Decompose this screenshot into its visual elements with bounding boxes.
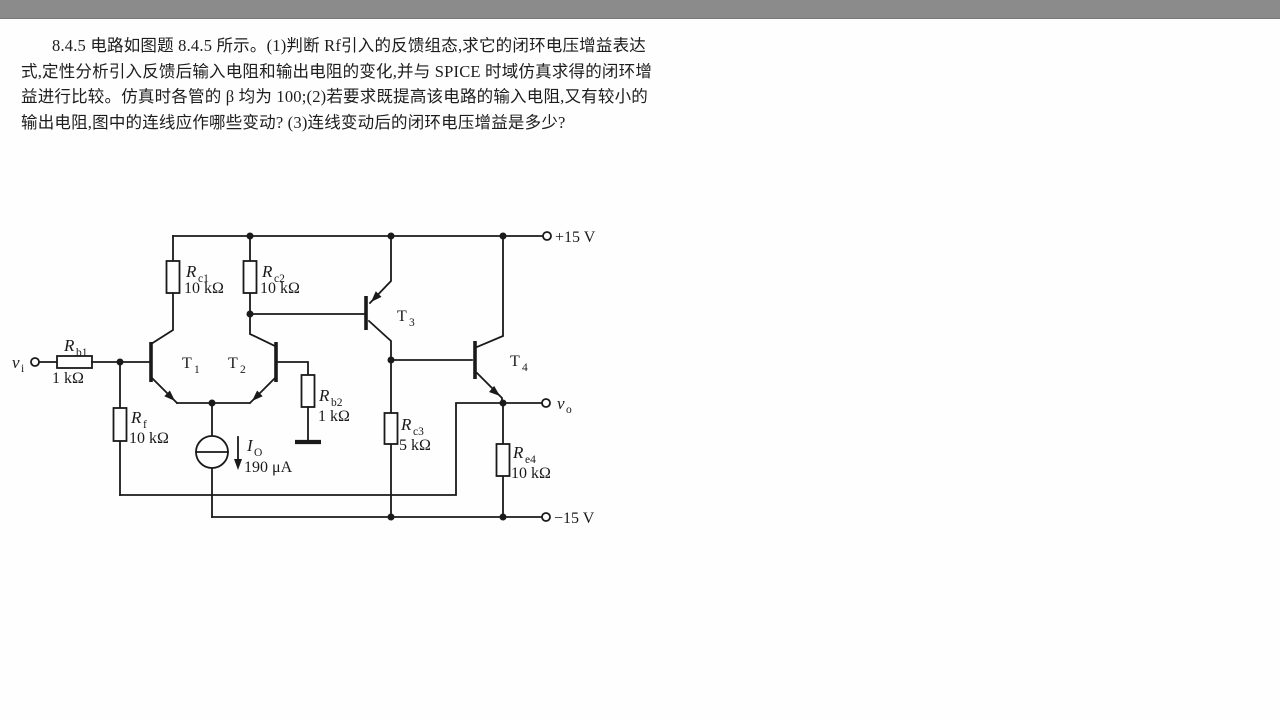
circuit-diagram: +15 V −15 V v i v o R b1 1 kΩ R c1 10 kΩ… [12, 229, 596, 527]
rc2-label: R [261, 262, 273, 281]
junction-dots [116, 232, 507, 521]
problem-text-line: 输出电阻,图中的连线应作哪些变动? (3)连线变动后的闭环电压增益是多少? [21, 112, 566, 132]
svg-text:3: 3 [409, 317, 415, 329]
resistor-re4 [495, 402, 511, 518]
current-source [195, 402, 242, 518]
negative-supply-terminal-icon [541, 512, 551, 522]
positive-supply-rail [172, 231, 552, 241]
problem-text-line: 8.4.5 电路如图题 8.4.5 所示。(1)判断 Rf引入的反馈组态,求它的… [52, 36, 646, 55]
svg-text:10 kΩ: 10 kΩ [260, 280, 300, 297]
vo-label: v [557, 394, 565, 413]
svg-text:190 μA: 190 μA [244, 459, 293, 476]
svg-text:f: f [143, 419, 147, 431]
svg-text:10 kΩ: 10 kΩ [511, 465, 551, 482]
transistor-t3 [249, 235, 392, 361]
t3-emitter-arrow-icon [371, 291, 382, 302]
svg-text:c1: c1 [198, 273, 209, 285]
svg-text:c3: c3 [413, 426, 424, 438]
problem-statement: 8.4.5 电路如图题 8.4.5 所示。(1)判断 Rf引入的反馈组态,求它的… [21, 33, 693, 135]
t3-label: T [397, 308, 407, 325]
output-terminal-icon [541, 398, 551, 408]
positive-supply-terminal-icon [542, 231, 552, 241]
problem-text-line: 益进行比较。仿真时各管的 β 均为 100;(2)若要求既提高该电路的输入电阻,… [21, 87, 648, 107]
resistor-rc1 [149, 235, 181, 346]
transistor-t4 [390, 235, 504, 404]
io-label: I [246, 436, 254, 455]
transistor-t2 [248, 342, 309, 405]
problem-text-line: 式,定性分析引入反馈后输入电阻和输出电阻的变化,并与 SPICE 时域仿真求得的… [21, 61, 653, 81]
svg-text:4: 4 [522, 362, 528, 374]
input-terminal-icon [30, 357, 40, 367]
svg-text:O: O [254, 447, 262, 459]
rb2-label: R [318, 386, 330, 405]
svg-text:5 kΩ: 5 kΩ [399, 437, 431, 454]
vi-label: v [12, 353, 20, 372]
t1-label: T [182, 355, 192, 372]
output-terminal [502, 398, 551, 408]
top-gray-bar [0, 0, 1280, 19]
vcc-label: +15 V [555, 229, 596, 246]
input-terminal [30, 357, 58, 367]
t1-emitter-arrow-icon [164, 390, 175, 401]
vee-label: −15 V [554, 510, 595, 527]
negative-supply-rail [211, 512, 551, 522]
t2-label: T [228, 355, 238, 372]
resistor-rb2 [295, 374, 321, 445]
resistor-rb1 [56, 355, 150, 369]
rc1-label: R [185, 262, 197, 281]
svg-text:b1: b1 [76, 347, 88, 359]
re4-label: R [512, 443, 524, 462]
transistor-t1 [149, 342, 179, 405]
t2-emitter-arrow-icon [252, 390, 263, 401]
svg-text:c2: c2 [274, 273, 285, 285]
svg-text:e4: e4 [525, 454, 536, 466]
resistor-rf [112, 361, 128, 496]
rc3-label: R [400, 415, 412, 434]
t4-emitter-arrow-icon [489, 385, 500, 396]
resistor-rc3 [383, 359, 399, 518]
svg-text:i: i [21, 363, 24, 375]
svg-text:b2: b2 [331, 397, 343, 409]
rf-label: R [130, 408, 142, 427]
svg-text:o: o [566, 404, 572, 416]
feedback-wire [119, 402, 502, 496]
svg-text:10 kΩ: 10 kΩ [129, 430, 169, 447]
svg-text:10 kΩ: 10 kΩ [184, 280, 224, 297]
svg-text:2: 2 [240, 364, 246, 376]
rb1-label: R [63, 336, 75, 355]
svg-text:1 kΩ: 1 kΩ [52, 370, 84, 387]
svg-text:1: 1 [194, 364, 200, 376]
t4-label: T [510, 353, 520, 370]
svg-text:1 kΩ: 1 kΩ [318, 408, 350, 425]
resistor-rc2 [242, 235, 277, 348]
